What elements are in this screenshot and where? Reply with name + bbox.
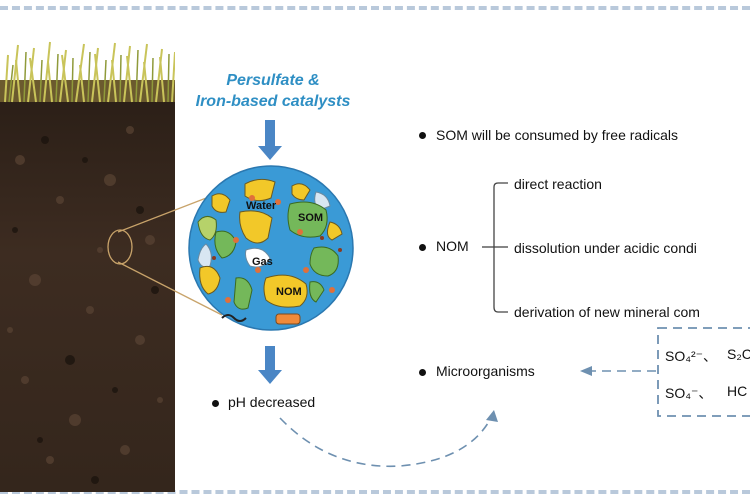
radicals-to-microorganisms-arrow [580, 366, 656, 376]
pore-label-water: Water [246, 200, 277, 212]
soil-pore-circle [188, 165, 354, 331]
som-effect-text: SOM will be consumed by free radicals [436, 127, 678, 143]
ph-decreased-label: pH decreased [228, 394, 316, 410]
pore-label-som: SOM [298, 212, 324, 224]
pore-label-nom: NOM [276, 286, 302, 298]
top-border [0, 6, 750, 10]
zoom-line-top [117, 194, 215, 233]
radical-sulfate: SO₄⁻、 [665, 385, 713, 401]
ph-bullet [212, 400, 219, 407]
radical-persulfate: S₂C [727, 346, 750, 362]
catalyst-line-2: Iron-based catalysts [195, 93, 351, 110]
catalyst-down-arrow [258, 120, 282, 160]
radical-sulfate-dianion: SO₄²⁻、 [665, 348, 717, 364]
soil-profile-image [0, 40, 175, 492]
nom-branch-direct-reaction: direct reaction [514, 176, 602, 192]
som-bullet [419, 132, 426, 139]
nom-label: NOM [436, 238, 469, 254]
ph-down-arrow [258, 346, 282, 384]
microorganisms-label: Microorganisms [436, 363, 535, 379]
nom-branch-dissolution: dissolution under acidic condi [514, 240, 697, 256]
ph-to-microorganisms-curve [279, 410, 498, 468]
catalyst-title: Persulfate & Iron-based catalysts [178, 70, 368, 112]
microorganisms-bullet [419, 369, 426, 376]
nom-bracket [482, 182, 508, 313]
nom-branch-mineral-derivation: derivation of new mineral com [514, 304, 700, 320]
zoom-line-bottom [117, 261, 223, 316]
zoom-source-ring [107, 229, 133, 265]
radical-hydroxyl: HC [727, 383, 748, 399]
bottom-border [0, 490, 750, 494]
nom-bullet [419, 244, 426, 251]
pore-label-gas: Gas [252, 256, 273, 268]
radicals-box [657, 327, 750, 417]
catalyst-line-1: Persulfate & [226, 72, 320, 89]
